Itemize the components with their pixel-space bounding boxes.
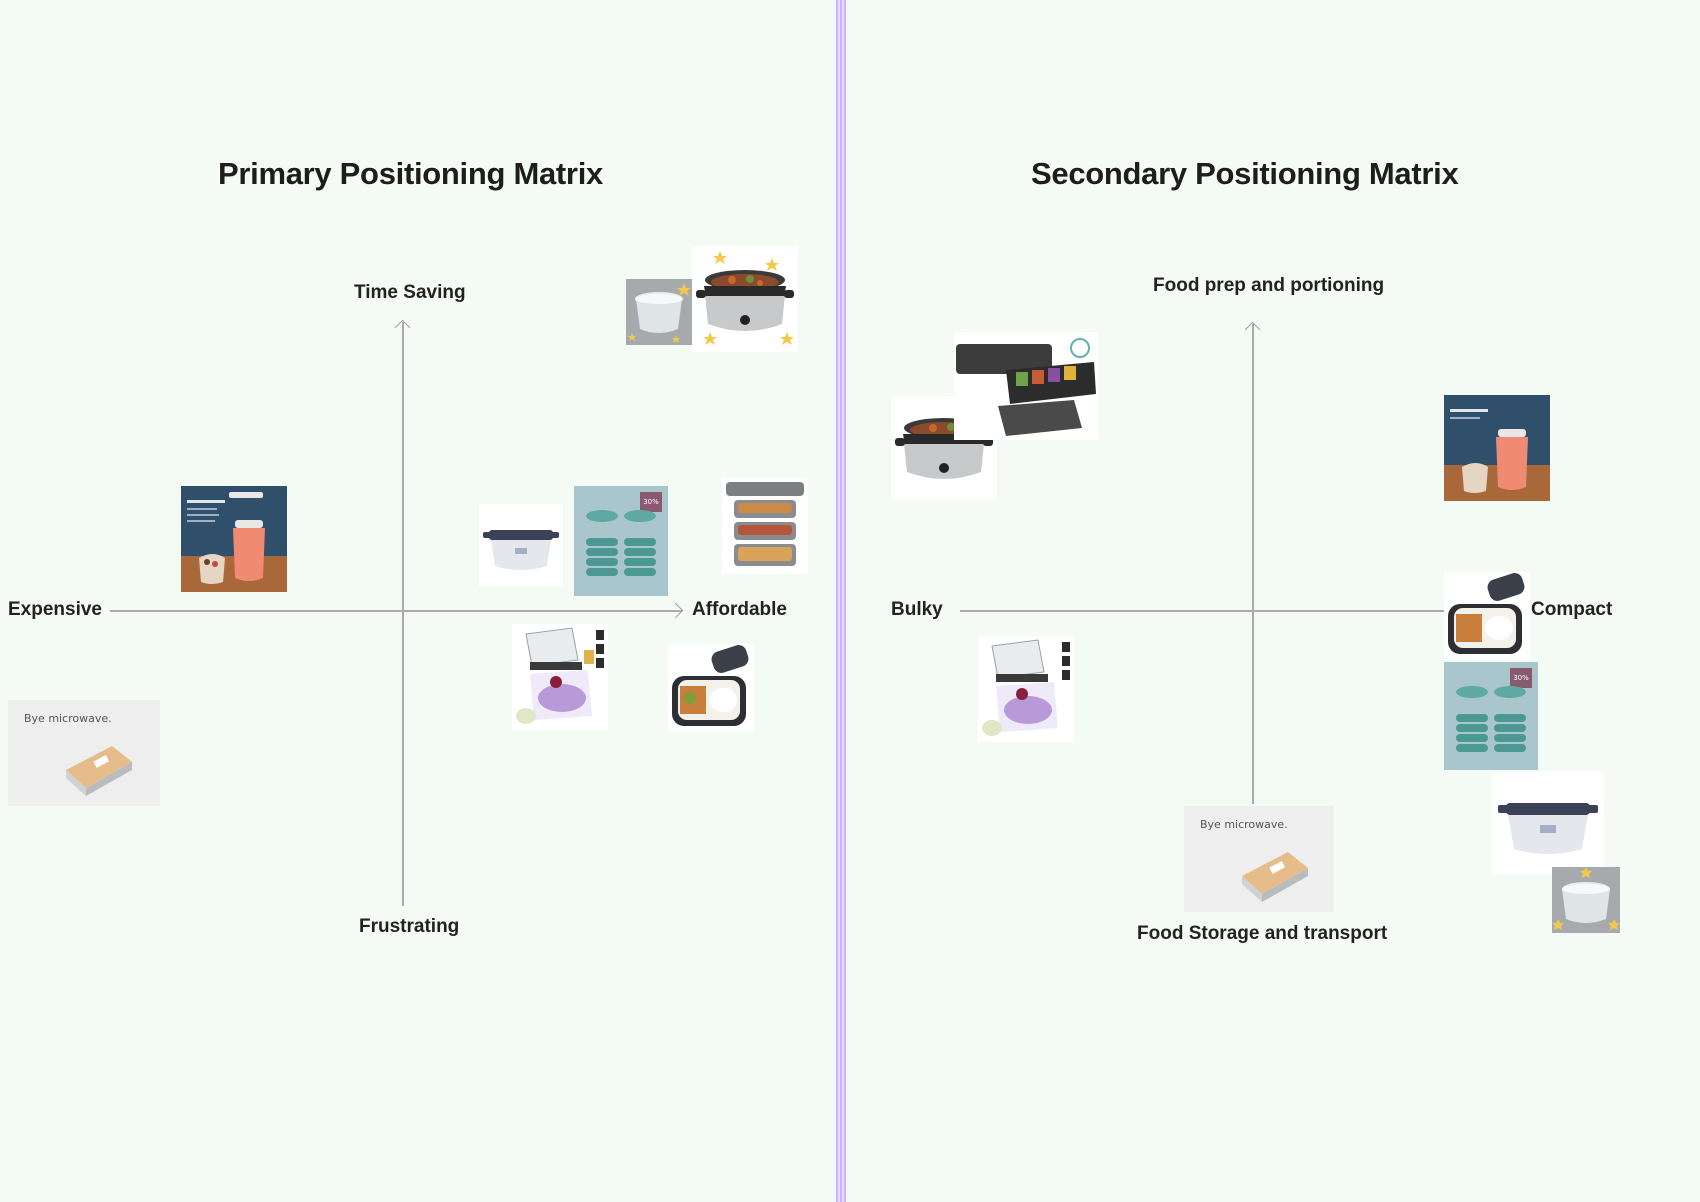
food-container-icon <box>479 504 563 586</box>
secondary-axis-bottom-label: Food Storage and transport <box>1137 923 1388 944</box>
secondary-meal-prep-organizer <box>954 332 1098 440</box>
stacked-containers-icon <box>1456 686 1526 752</box>
secondary-vegetable-chopper <box>978 636 1074 742</box>
secondary-axis-top-label: Food prep and portioning <box>1153 275 1385 296</box>
lunch-box-icon <box>1242 852 1308 902</box>
stacked-containers-icon <box>586 510 656 576</box>
primary-matrix-title: Primary Positioning Matrix <box>218 156 603 191</box>
primary-electric-lunch-box <box>668 644 754 732</box>
secondary-axis-right-label: Compact <box>1531 599 1613 620</box>
primary-stacked-containers: 30% <box>574 486 668 596</box>
secondary-vertical-axis <box>1252 324 1254 804</box>
discount-badge: 30% <box>1510 668 1532 688</box>
primary-vertical-axis <box>402 322 404 906</box>
primary-stanley-container <box>479 504 563 586</box>
primary-axis-bottom-label: Frustrating <box>359 916 460 937</box>
slow-cooker-icon <box>692 246 798 352</box>
secondary-stanley-container <box>1492 771 1604 875</box>
primary-deli-container <box>626 279 692 345</box>
bento-box-icon <box>1444 572 1530 660</box>
slow-cooker-icon <box>891 396 997 500</box>
bento-box-icon <box>668 644 754 732</box>
bye-microwave-text: Bye microwave. <box>1200 818 1288 831</box>
secondary-deli-container <box>1552 867 1620 933</box>
primary-thermal-jar-ad <box>181 486 287 592</box>
secondary-axis-left-label: Bulky <box>891 599 943 620</box>
discount-badge: 30% <box>640 492 662 512</box>
lunch-box-icon <box>66 746 132 796</box>
primary-axis-right-label: Affordable <box>692 599 787 620</box>
bye-microwave-text: Bye microwave. <box>24 712 112 725</box>
primary-slow-cooker <box>692 246 798 352</box>
secondary-matrix-title: Secondary Positioning Matrix <box>1031 156 1459 191</box>
secondary-horizontal-axis <box>960 610 1446 612</box>
vegetable-chopper-icon <box>512 624 608 730</box>
secondary-electric-lunch-box <box>1444 572 1530 660</box>
secondary-arrow-up-icon <box>1244 321 1261 338</box>
primary-horizontal-axis <box>110 610 682 612</box>
primary-bye-microwave-ad: Bye microwave. <box>8 700 160 806</box>
meal-prep-organizer-icon <box>954 332 1098 440</box>
secondary-stacked-containers: 30% <box>1444 662 1538 770</box>
matrix-divider <box>836 0 846 1202</box>
food-container-icon <box>1492 771 1604 875</box>
primary-stackable-bento <box>722 478 808 574</box>
food-jar-icon <box>1444 395 1550 501</box>
primary-arrow-right-icon <box>667 602 684 619</box>
primary-axis-top-label: Time Saving <box>354 282 466 303</box>
secondary-thermal-jar-ad <box>1444 395 1550 501</box>
primary-vegetable-chopper <box>512 624 608 730</box>
primary-axis-left-label: Expensive <box>8 599 102 620</box>
vegetable-chopper-icon <box>978 636 1074 742</box>
deli-container-icon <box>1552 867 1620 933</box>
bento-stack-icon <box>722 478 808 574</box>
primary-arrow-up-icon <box>394 319 411 336</box>
food-jar-icon <box>181 486 287 592</box>
deli-container-icon <box>626 279 692 345</box>
secondary-bye-microwave-ad: Bye microwave. <box>1184 806 1334 912</box>
secondary-slow-cooker <box>891 396 997 500</box>
